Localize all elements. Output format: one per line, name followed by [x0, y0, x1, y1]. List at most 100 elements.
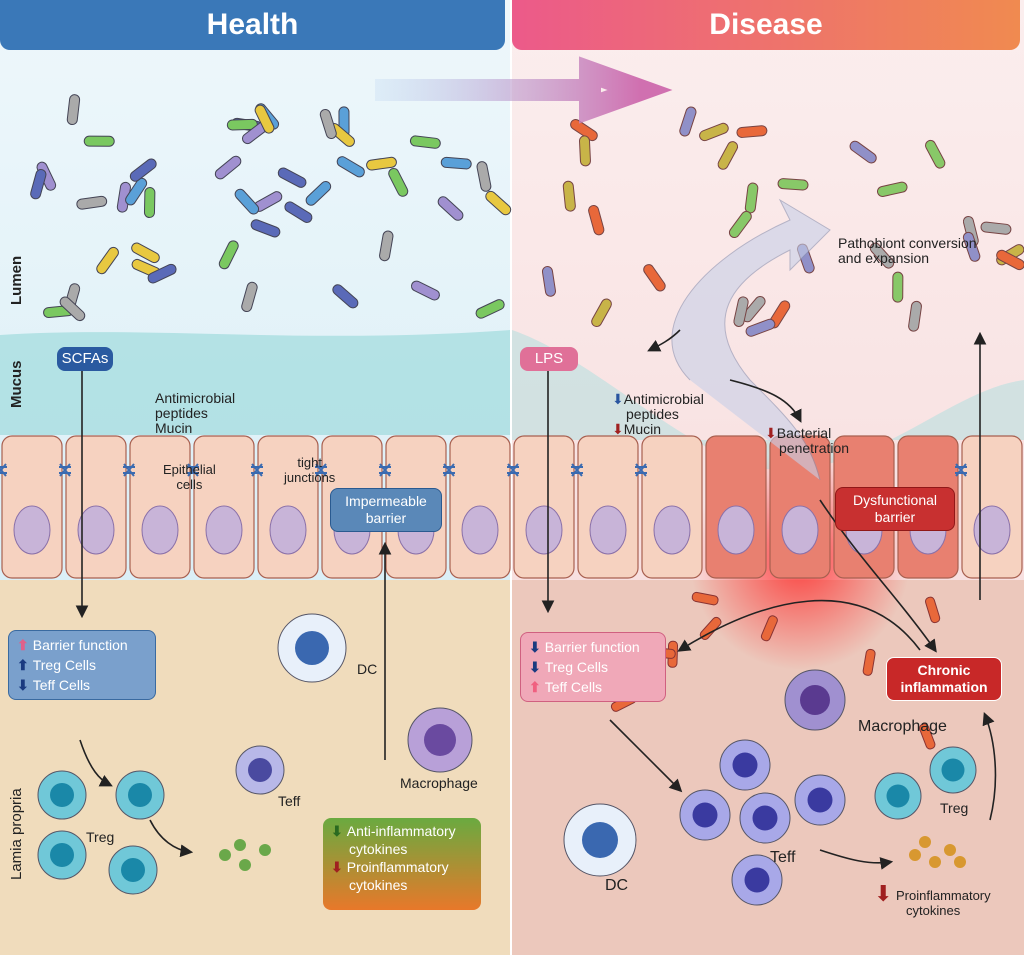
bacterium [570, 119, 598, 142]
treg-cell-nucleus [128, 783, 152, 807]
macrophage-nucleus [424, 724, 456, 756]
tight-junction-icon [443, 463, 455, 477]
cell-nucleus [653, 505, 691, 555]
anti-inflammatory-cytokine [259, 844, 271, 856]
bacterium [591, 298, 612, 328]
health-dc-label: DC [357, 661, 378, 677]
teff-cell-nucleus [248, 758, 272, 782]
bacterium [147, 263, 177, 284]
tight-junction-icon [507, 463, 519, 477]
treg-cell-nucleus [50, 843, 74, 867]
pathobiont-conversion-arrow [671, 198, 831, 481]
bacterium [250, 219, 281, 238]
cell-nucleus [589, 505, 627, 555]
bacterium [745, 318, 776, 337]
disease-dc-label: DC [605, 877, 629, 894]
cell-nucleus [141, 505, 179, 555]
bacterium [877, 181, 908, 197]
bacterium [125, 177, 148, 206]
bacterium [59, 296, 86, 322]
tight-junction-icon [315, 463, 327, 477]
mucus-label: Mucus [8, 360, 25, 408]
bacterium [129, 158, 157, 182]
tight-junction-icon [571, 463, 583, 477]
anti-inflammatory-cytokine [234, 839, 246, 851]
bacterium [679, 106, 697, 137]
disease-banner: Disease [512, 0, 1020, 50]
disease-effects-box: ⬇Barrier function ⬇Treg Cells ⬆Teff Cell… [520, 632, 666, 702]
bacterium [485, 190, 512, 216]
bacterium [214, 155, 242, 180]
bacterium [409, 135, 441, 149]
bacterium [736, 125, 768, 138]
bacterium [366, 156, 397, 171]
bacterium [980, 221, 1012, 235]
bacterium [437, 196, 464, 221]
pathway-arrows [75, 329, 997, 870]
tight-junction-icon [123, 463, 135, 477]
lps-pill: LPS [520, 347, 578, 371]
proinflammatory-cytokine [909, 849, 921, 861]
proinflammatory-cytokine [954, 856, 966, 868]
bacterium [849, 140, 877, 164]
bacterium [643, 264, 666, 292]
bacterium [241, 281, 258, 313]
bacterium [578, 135, 591, 167]
disease-teff-label: Teff [770, 849, 796, 866]
treg-cell-nucleus [886, 784, 910, 808]
cell-nucleus [973, 505, 1011, 555]
bacterium [717, 141, 739, 170]
bacterium [336, 156, 365, 178]
invading-bacterium [862, 648, 876, 676]
treg-cell-nucleus [50, 783, 74, 807]
cell-nucleus [77, 505, 115, 555]
tight-junction-icon [0, 463, 7, 477]
bacterium [728, 210, 752, 239]
cell-nucleus [717, 505, 755, 555]
bacterium [892, 271, 904, 303]
cell-nucleus [461, 505, 499, 555]
tight-junction-icon [955, 463, 967, 477]
bacterium [410, 280, 440, 301]
bacterium [305, 181, 332, 206]
bacterium [962, 231, 981, 262]
treg-cell-nucleus [941, 758, 965, 782]
bacterium [30, 169, 47, 200]
tight-junction-icon [379, 463, 391, 477]
bacterium [476, 161, 492, 192]
invading-bacterium [691, 591, 719, 606]
bacterium [699, 122, 729, 142]
tight-junction-icon [187, 463, 199, 477]
health-effects-box: ⬆Barrier function ⬆Treg Cells ⬇Teff Cell… [8, 630, 156, 700]
bacteria [30, 94, 1024, 750]
macrophage-nucleus [800, 685, 830, 715]
disease-treg-label: Treg [940, 800, 969, 816]
bacterium [869, 242, 895, 269]
bacterium [319, 108, 337, 140]
bacterium [284, 201, 313, 223]
bacterium [277, 167, 307, 188]
bacterium [908, 300, 922, 332]
teff-cell-nucleus [807, 787, 833, 813]
health-macrophage-label: Macrophage [400, 775, 478, 791]
transition-arrow [375, 56, 673, 124]
bacterium [388, 167, 409, 197]
tight-junction-icon [635, 463, 647, 477]
cell-nucleus [13, 505, 51, 555]
health-banner: Health [0, 0, 505, 50]
bacterium [96, 246, 119, 275]
bacterium [234, 188, 260, 215]
bacterium [83, 135, 115, 147]
bacterium [143, 187, 156, 219]
anti-inflammatory-cytokine [219, 849, 231, 861]
health-treg-label: Treg [86, 829, 115, 845]
cytokines-box: ⬇Anti-inflammatory cytokines ⬇Proinflamm… [323, 818, 481, 910]
